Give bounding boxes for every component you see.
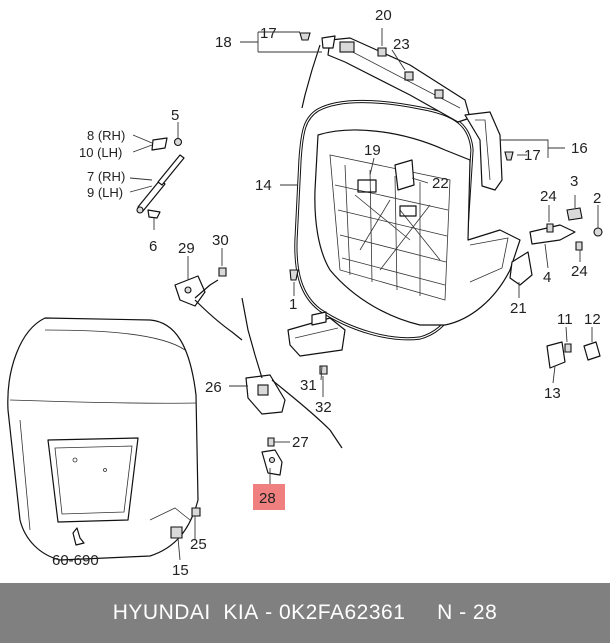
handle-4 (529, 224, 576, 245)
label-5: 5 (171, 107, 179, 124)
label-14: 14 (255, 177, 272, 194)
label-17a: 17 (260, 25, 277, 42)
label-23: 23 (393, 36, 410, 53)
clip-12 (583, 341, 601, 361)
part-info-footer: HYUNDAI KIA - 0K2FA62361 N - 28 (0, 583, 610, 643)
handle-assembly (287, 311, 346, 357)
label-18: 18 (215, 34, 232, 51)
label-1: 1 (289, 296, 297, 313)
label-24a: 24 (540, 188, 557, 205)
strut-bracket-8-10 (151, 137, 168, 151)
label-7-rh: 7 (RH) (87, 169, 125, 184)
screw-24b (575, 241, 583, 251)
clip-1 (289, 269, 299, 281)
label-17b: 17 (524, 147, 541, 164)
label-21: 21 (510, 300, 527, 317)
screw-27 (267, 437, 275, 447)
clip-17a (299, 32, 311, 41)
footer-separator: - (258, 601, 279, 624)
label-4: 4 (543, 269, 551, 286)
label-9-lh: 9 (LH) (87, 185, 123, 200)
label-10-lh: 10 (LH) (79, 145, 122, 160)
label-16: 16 (571, 140, 588, 157)
label-26: 26 (205, 379, 222, 396)
label-6: 6 (149, 238, 157, 255)
latch-plate-28 (261, 449, 283, 476)
label-8-rh: 8 (RH) (87, 128, 125, 143)
cover-21 (509, 251, 533, 286)
side-garnish (464, 111, 503, 191)
label-20: 20 (375, 7, 392, 24)
part-labels: 20 23 18 17 16 17 19 22 14 5 8 (RH) 10 (… (52, 7, 601, 579)
label-27: 27 (292, 434, 309, 451)
label-ref-60-690: 60-690 (52, 552, 99, 569)
bolt-32 (319, 365, 328, 375)
label-28: 28 (259, 490, 276, 507)
footer-part-number: 0K2FA62361 (278, 601, 406, 624)
leader-lines (129, 28, 599, 561)
label-3: 3 (570, 173, 578, 190)
inner-trim-panel (314, 129, 521, 326)
label-15: 15 (172, 562, 189, 579)
gas-strut (136, 154, 185, 214)
tailgate-panel (7, 317, 199, 561)
label-19: 19 (364, 142, 381, 159)
bolt-30 (218, 267, 227, 277)
screw-11 (564, 343, 572, 353)
screw-24a (546, 223, 554, 233)
label-12: 12 (584, 311, 601, 328)
label-31: 31 (300, 377, 317, 394)
clip-2 (593, 227, 603, 237)
nut-20 (377, 47, 387, 57)
label-2: 2 (593, 190, 601, 207)
cover-22 (394, 159, 415, 191)
exploded-parts-diagram: 20 23 18 17 16 17 19 22 14 5 8 (RH) 10 (… (7, 7, 603, 579)
wire-18 (301, 44, 321, 109)
label-29: 29 (178, 240, 195, 257)
label-11: 11 (557, 311, 573, 328)
label-30: 30 (212, 232, 229, 249)
highlight-box-28 (253, 484, 285, 510)
label-22: 22 (432, 175, 449, 192)
lock-actuator-26 (241, 297, 343, 449)
cap-3 (566, 207, 583, 221)
nut-15 (170, 526, 183, 539)
latch-assembly-29 (174, 275, 243, 341)
hand-pointer-icon (72, 527, 85, 546)
bracket-13 (546, 341, 566, 369)
label-24b: 24 (571, 263, 588, 280)
label-25: 25 (190, 536, 207, 553)
clip-17b (504, 151, 514, 161)
label-13: 13 (544, 385, 561, 402)
label-32: 32 (315, 399, 332, 416)
footer-brand: HYUNDAI KIA (112, 601, 259, 624)
weatherstrip-seal (294, 99, 474, 341)
footer-position: N - 28 (437, 601, 498, 624)
bolt-25 (191, 507, 201, 517)
